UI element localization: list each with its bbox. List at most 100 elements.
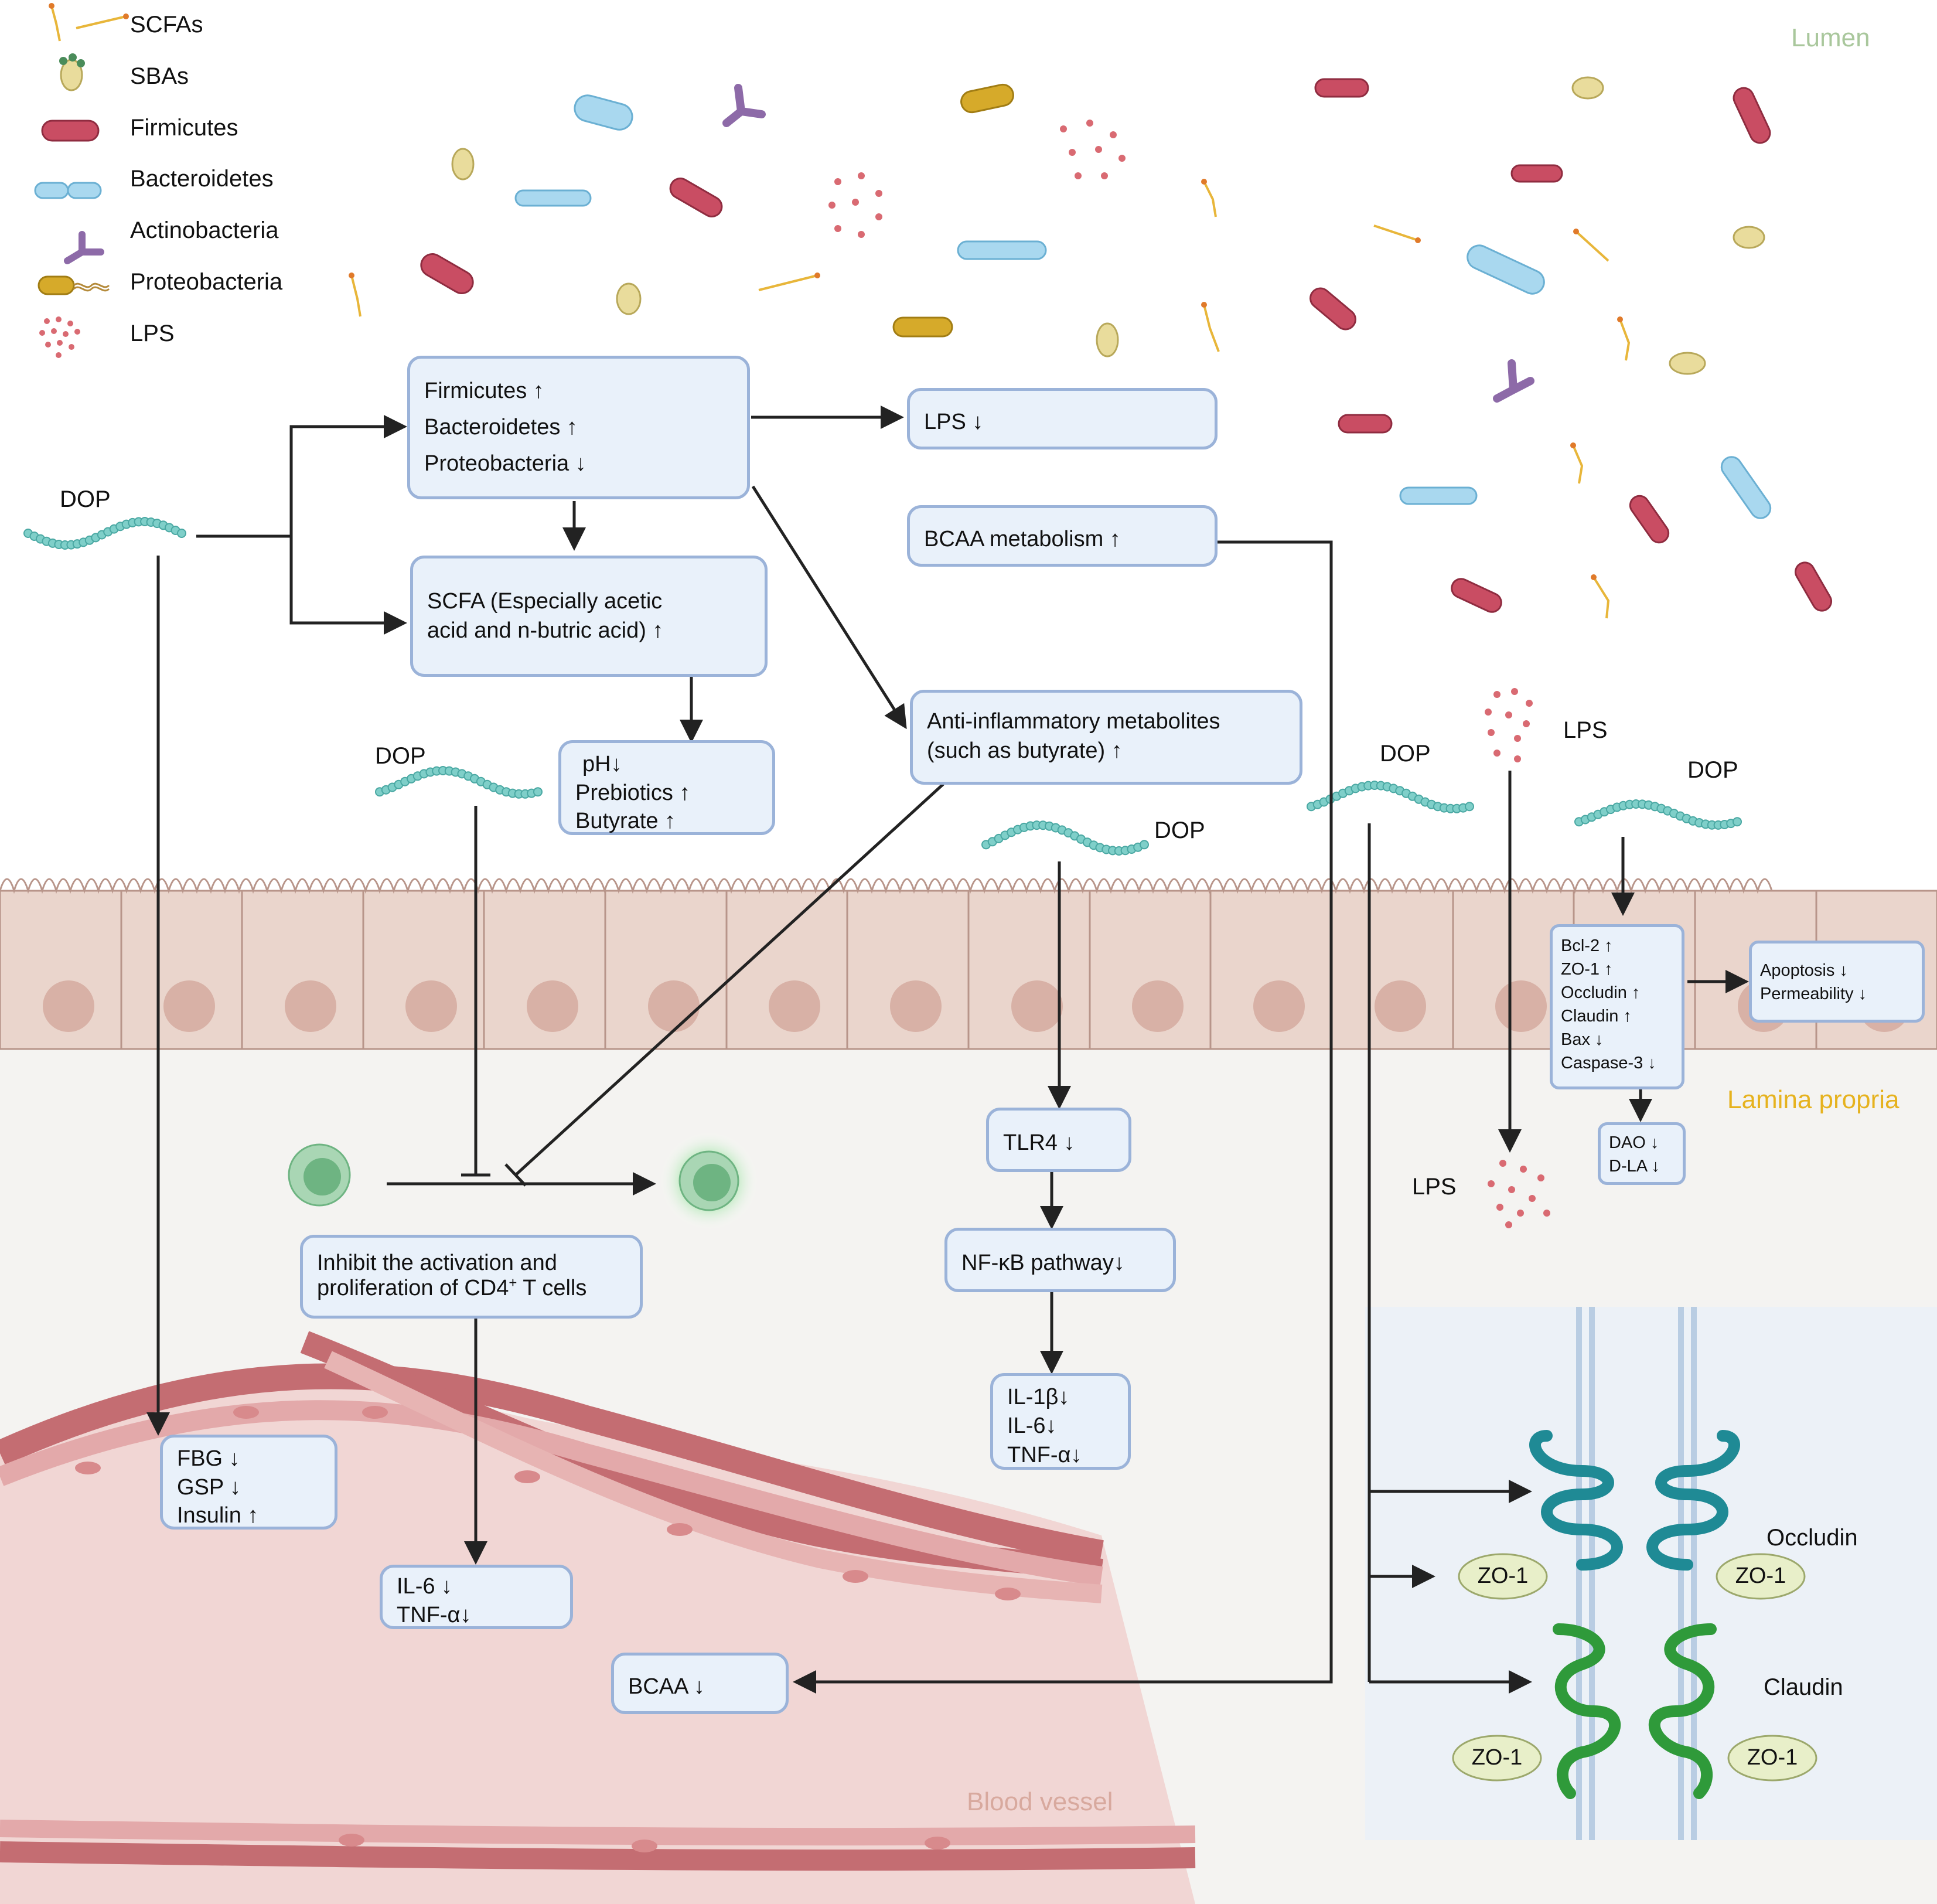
lumen-microbes [349,76,1832,619]
bacteroidetes-icon [574,94,633,131]
dop-bead [533,787,543,797]
dop-bead [1140,840,1149,850]
apoptosis-permeability-box: Apoptosis ↓ Permeability ↓ [1749,941,1925,1023]
box-line: Inhibit the activation and [317,1251,557,1275]
box-line: BCAA metabolism ↑ [924,527,1121,551]
dop-label: DOP [60,486,111,512]
microbiota-box: Firmicutes ↑ Bacteroidetes ↑ Proteobacte… [407,356,750,499]
dop-label: DOP [375,743,426,769]
legend-label-lps: LPS [130,321,175,346]
barrier-proteins-box: Bcl-2 ↑ ZO-1 ↑ Occludin ↑ Claudin ↑ Bax … [1550,924,1684,1089]
box-line: proliferation of CD4+ T cells [317,1276,626,1301]
bacteroidetes-icon [514,189,592,207]
firmicutes-icon [1733,87,1771,144]
box-line: Claudin ↑ [1561,1007,1632,1026]
scfa-icon [49,3,129,42]
dop-chain-icon [1307,781,1474,813]
zo1-label: ZO-1 [1471,1745,1523,1770]
box-line: DAO ↓ [1609,1133,1659,1152]
bcaa-metabolism-box: BCAA metabolism ↑ [907,505,1218,567]
box-line: IL-6 ↓ [397,1574,453,1599]
microvilli [0,878,1773,894]
sba-icon [451,148,475,180]
box-line: pH↓ [582,752,622,776]
box-line: Firmicutes ↑ [424,379,544,403]
actinobacteria-icon [1493,359,1534,403]
proteobacteria-icon [892,316,953,338]
sba-icon [59,53,85,91]
lps-icon [39,316,80,358]
bacteroidetes-icon [1720,456,1772,519]
actinobacteria-icon [722,84,766,127]
box-line: Proteobacteria ↓ [424,451,586,476]
occludin-label: Occludin [1767,1525,1858,1551]
dop-chains [23,517,1742,856]
box-text: proliferation of CD4 [317,1275,509,1300]
occludin-protein [1529,1430,1740,1571]
dop-chain-icon [23,517,186,550]
glucose-box: FBG ↓ GSP ↓ Insulin ↑ [160,1435,337,1530]
box-line: TNF-α↓ [397,1602,472,1627]
blood-cytokines-box: IL-6 ↓ TNF-α↓ [380,1565,573,1629]
bacteroidetes-icon [957,240,1047,260]
colon-cytokines-box: IL-1β↓ IL-6↓ TNF-α↓ [990,1373,1131,1470]
box-line: Apoptosis ↓ [1760,961,1848,980]
box-line: SCFA (Especially acetic [427,589,663,614]
bacteroidetes-icon [34,182,102,199]
sba-icon [1733,226,1765,249]
legend-label-firmicutes: Firmicutes [130,115,238,141]
dao-dla-box: DAO ↓ D-LA ↓ [1598,1122,1686,1185]
legend-label-scfas: SCFAs [130,12,203,38]
legend-label-actinobacteria: Actinobacteria [130,217,279,243]
bacteroidetes-icon [1399,486,1478,505]
dop-bead [177,529,186,538]
tlr4-box: TLR4 ↓ [986,1108,1131,1172]
bcaa-metabolism-to-bcaa [793,540,1333,1694]
ph-prebiotics-butyrate-box: pH↓ Prebiotics ↑ Butyrate ↑ [558,740,775,835]
box-line: Permeability ↓ [1760,985,1867,1004]
dop-bead [1465,802,1474,812]
proteobacteria-icon [960,83,1014,114]
lps-label: LPS [1412,1174,1457,1200]
box-line: TLR4 ↓ [1003,1130,1075,1155]
dop-chain-icon [981,820,1149,856]
bacteroidetes-icon [1467,244,1545,295]
box-line: ZO-1 ↑ [1561,960,1613,979]
firmicutes-icon [1795,561,1832,612]
legend-label-proteobacteria: Proteobacteria [130,269,283,295]
box-line: IL-6↓ [1007,1413,1057,1439]
region-label-lamina-propria: Lamina propria [1727,1085,1900,1114]
dop-label: DOP [1687,757,1738,783]
firmicutes-icon [41,120,100,142]
box-line: Bcl-2 ↑ [1561,936,1613,955]
branch-to-scfa [289,536,407,635]
region-label-lumen: Lumen [1791,23,1870,52]
box-line: TNF-α↓ [1007,1442,1082,1467]
branch-to-microbiota [289,415,407,536]
box-line: Prebiotics ↑ [575,780,691,805]
box-text: T cells [517,1275,587,1300]
box-line: IL-1β↓ [1007,1385,1070,1409]
proteobacteria-icon [37,275,110,295]
dop-chain-icon [375,766,543,799]
actinobacteria-icon [64,231,104,264]
sba-icon [616,282,642,315]
firmicutes-icon [1314,78,1369,98]
dop-label: DOP [1380,741,1431,767]
legend-label-sbas: SBAs [130,63,189,89]
dop-bead [1733,817,1742,827]
firmicutes-icon [1510,164,1563,183]
claudin-label: Claudin [1764,1674,1843,1700]
box-line: Caspase-3 ↓ [1561,1054,1656,1073]
zo1-label: ZO-1 [1735,1564,1786,1588]
box-line: Occludin ↑ [1561,983,1641,1003]
box-line: D-LA ↓ [1609,1157,1660,1176]
legend-label-bacteroidetes: Bacteroidetes [130,166,274,192]
claudin-protein [1553,1623,1717,1799]
dop-label: DOP [1154,818,1205,843]
antiinflammatory-inhibit-tcell [514,783,944,1176]
firmicutes-icon [669,178,723,217]
box-line: Bax ↓ [1561,1030,1604,1050]
box-line: BCAA ↓ [628,1674,705,1699]
scfa-cluster [350,181,1631,619]
